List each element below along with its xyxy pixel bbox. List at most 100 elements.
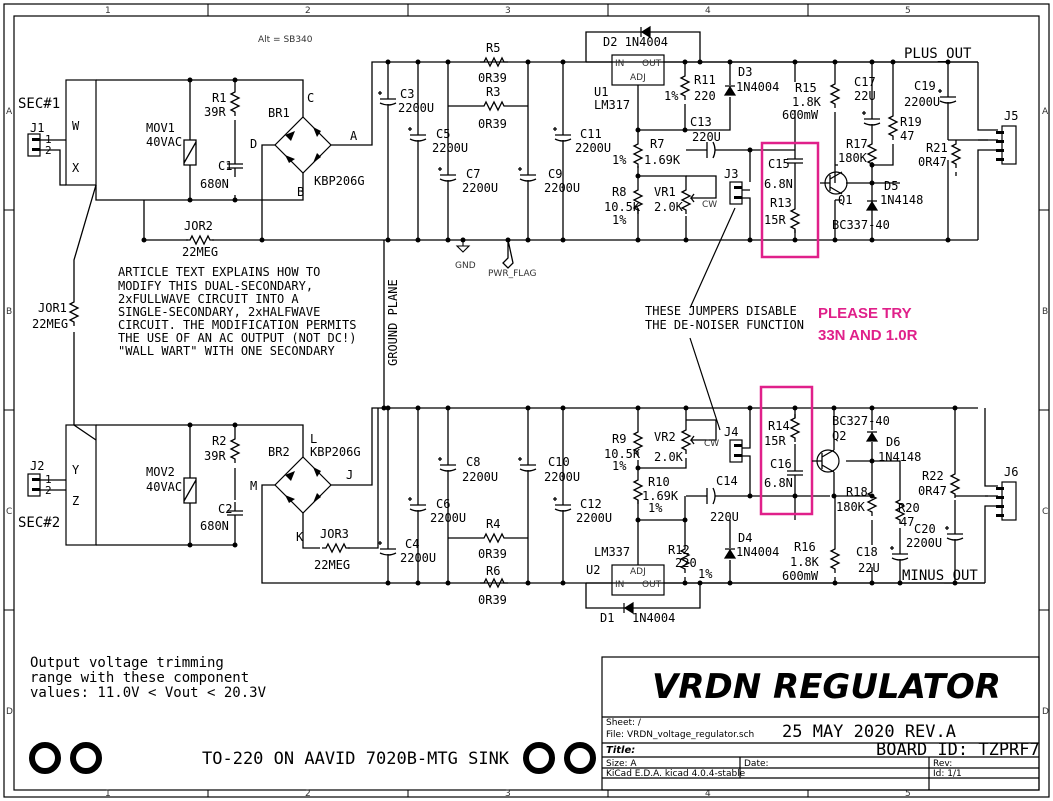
- ground-plane-label: GROUND PLANE: [386, 279, 400, 366]
- c17-capacitor: [861, 109, 881, 133]
- r6-value: 0R39: [478, 593, 507, 607]
- d4-value: 1N4004: [736, 545, 779, 559]
- c14-value: 220U: [710, 510, 739, 524]
- r22-value: 0R47: [918, 484, 947, 498]
- j6-label: J6: [1004, 465, 1018, 479]
- mounting-holes-right: [523, 742, 596, 774]
- frame-ticks: [4, 4, 1049, 797]
- br1-label: BR1: [268, 106, 290, 120]
- d4-diode: [724, 548, 736, 559]
- q1-value: BC337-40: [832, 218, 890, 232]
- c4-capacitor: [377, 539, 397, 563]
- br2-bottom: [262, 548, 303, 583]
- jor3-label: JOR3: [320, 527, 349, 541]
- r12-label: R12: [668, 543, 690, 557]
- c13-value: 220U: [692, 130, 721, 144]
- r3-label: R3: [486, 85, 500, 99]
- inner-frame: [13, 15, 1040, 791]
- r19-resistor: [888, 111, 898, 141]
- svg-text:values: 11.0V < Vout < 20.3V: values: 11.0V < Vout < 20.3V: [30, 685, 267, 701]
- col-5: 5: [905, 6, 911, 16]
- r5-value: 0R39: [478, 71, 507, 85]
- c10-capacitor: [517, 455, 537, 479]
- jor2-resistor: [185, 235, 215, 245]
- jor1-label: JOR1: [38, 301, 67, 315]
- c16-label: C16: [770, 457, 792, 471]
- r9-pct: 1%: [612, 459, 627, 473]
- u2-out: OUT: [642, 580, 662, 590]
- col-1: 1: [105, 6, 111, 16]
- c16-value: 6.8N: [764, 476, 793, 490]
- c11-label: C11: [580, 127, 602, 141]
- row-d-r: D: [1042, 707, 1049, 717]
- j6-connector: [995, 481, 1017, 521]
- vr2-value: 2.0K: [654, 450, 684, 464]
- highlight-top: [760, 141, 820, 259]
- mov2-label: MOV2: [146, 465, 175, 479]
- kbp2-label: KBP206G: [310, 445, 361, 459]
- pwr-flag-label: PWR_FLAG: [488, 269, 536, 279]
- c2-label: C2: [218, 502, 232, 516]
- c20-r22-wires: [954, 408, 988, 583]
- col-2-b: 2: [305, 789, 311, 799]
- j2-connector: [27, 473, 41, 497]
- vr2-cw: CW: [704, 439, 719, 449]
- r5-label: R5: [486, 41, 500, 55]
- d2-label: D2 1N4004: [603, 35, 668, 49]
- j2-label: J2: [30, 459, 44, 473]
- u1-out: OUT: [642, 59, 662, 69]
- pwr-flag-symbol: [502, 239, 514, 269]
- jor3-value: 22MEG: [314, 558, 350, 572]
- col-3-b: 3: [505, 789, 511, 799]
- u1-adj: ADJ: [630, 73, 646, 83]
- c20-label: C20: [914, 522, 936, 536]
- article-note: ARTICLE TEXT EXPLAINS HOW TO MODIFY THIS…: [118, 265, 356, 358]
- y-label: Y: [72, 463, 80, 477]
- r7-pct: 1%: [612, 153, 627, 167]
- c12-capacitor: [552, 495, 572, 519]
- vr1-cw: CW: [702, 200, 717, 210]
- row-d: D: [6, 707, 13, 717]
- tb-sheet: Sheet: /: [606, 718, 642, 728]
- r11-wires: [684, 62, 731, 131]
- r9-label: R9: [612, 432, 626, 446]
- z-label: Z: [72, 494, 79, 508]
- r7-value: 1.69K: [644, 153, 681, 167]
- r4-resistor: [479, 533, 509, 543]
- r2-value: 39R: [204, 449, 226, 463]
- tb-title: VRDN REGULATOR: [652, 667, 1001, 707]
- jor1-value: 22MEG: [32, 317, 68, 331]
- r19-wires: [872, 62, 894, 166]
- title-block: [601, 656, 1040, 791]
- denoiser-bottom-wires: [750, 408, 830, 520]
- r2-resistor: [230, 434, 240, 464]
- r12-pct: 1%: [698, 567, 713, 581]
- svg-text:2xFULLWAVE CIRCUIT INTO A: 2xFULLWAVE CIRCUIT INTO A: [118, 292, 299, 306]
- mov1-value: 40VAC: [146, 135, 182, 149]
- c19-value: 2200U: [904, 95, 940, 109]
- minus-out-label: MINUS_OUT: [902, 568, 978, 584]
- r8-pct: 1%: [612, 213, 627, 227]
- tb-id: Id: 1/1: [933, 769, 962, 779]
- r14-resistor: [790, 413, 800, 443]
- r11-label: R11: [694, 73, 716, 87]
- tb-date-rev: 25 MAY 2020 REV.A: [782, 722, 956, 742]
- r21-resistor: [951, 139, 961, 169]
- c20-capacitor: [944, 524, 964, 548]
- r22-label: R22: [922, 469, 944, 483]
- c19-capacitor: [937, 87, 957, 111]
- row-c-r: C: [1042, 507, 1048, 517]
- c5-capacitor: [407, 125, 427, 149]
- mov1-symbol: [183, 139, 197, 166]
- mounting-holes-left: [29, 742, 102, 774]
- gnd-label: GND: [455, 261, 476, 271]
- r3-value: 0R39: [478, 117, 507, 131]
- tb-file: File: VRDN_voltage_regulator.sch: [606, 730, 754, 740]
- c8-capacitor: [437, 455, 457, 479]
- top-cap-wires: [387, 62, 564, 240]
- c15-value: 6.8N: [764, 177, 793, 191]
- r10-label: R10: [648, 475, 670, 489]
- d3-value: 1N4004: [736, 80, 779, 94]
- r18-label: R18: [846, 485, 868, 499]
- r8-value: 10.5K: [604, 200, 641, 214]
